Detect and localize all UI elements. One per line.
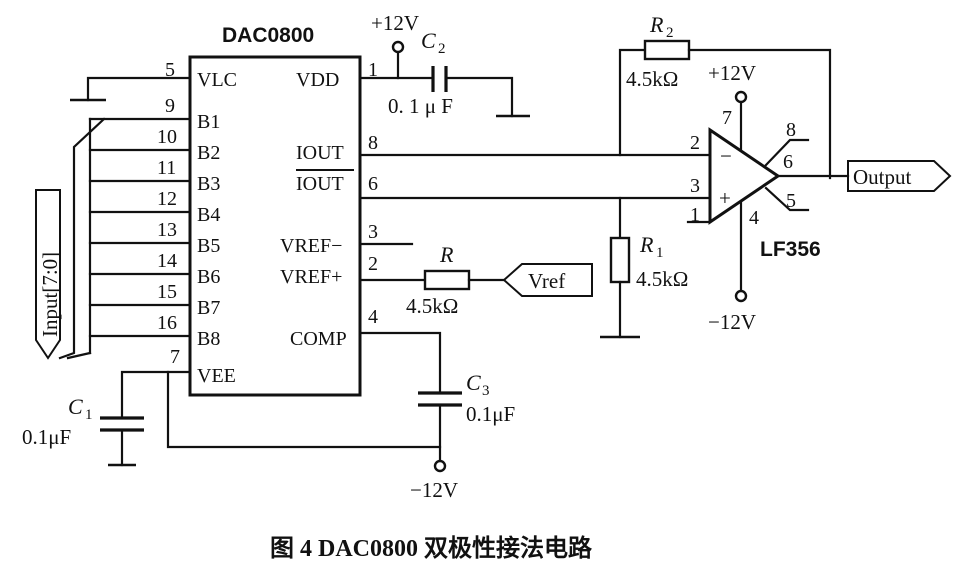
pin-label-b8: B8 [197, 328, 220, 350]
opamp-pin-5: 5 [786, 190, 796, 212]
c3-value: 0.1μF [466, 402, 515, 426]
opamp-pin-3: 3 [690, 175, 700, 197]
vee-wiring [100, 370, 442, 467]
c1-name: C [68, 394, 83, 419]
pin-label-b1: B1 [197, 111, 220, 133]
r1-value: 4.5kΩ [636, 267, 688, 291]
vref-port-label: Vref [528, 269, 565, 293]
pin-num-1: 1 [368, 59, 378, 81]
c2-name: C [421, 28, 436, 53]
output-port: Output [847, 160, 952, 192]
c3-name: C [466, 370, 481, 395]
opamp-plus-sign: + [719, 186, 731, 210]
r2-value: 4.5kΩ [626, 67, 678, 91]
pin-label-iout: IOUT [296, 142, 344, 164]
pin-num-5: 5 [165, 59, 175, 81]
dac0800-chip-name: DAC0800 [222, 24, 314, 47]
iout-wires [358, 153, 712, 200]
pin-num-7: 7 [170, 346, 180, 368]
pin-label-b5: B5 [197, 235, 220, 257]
c2-value: 0. 1 μ F [388, 94, 453, 118]
vdd-wiring [358, 40, 530, 118]
pin-label-vlc: VLC [197, 69, 237, 91]
opamp-pin-1: 1 [690, 204, 700, 226]
input-port-label: Input[7:0] [38, 252, 62, 337]
r2-sub: 2 [666, 25, 674, 41]
opamp-pin-4: 4 [749, 207, 759, 229]
dac0800-chip-body [188, 55, 362, 397]
vlc-ground-wire [70, 76, 192, 102]
c1-sub: 1 [85, 407, 93, 423]
opamp-triangle [708, 127, 781, 225]
pin-num-2: 2 [368, 253, 378, 275]
opamp-pin-2: 2 [690, 132, 700, 154]
opamp-pos-supply: +12V [708, 61, 756, 85]
pin-num-6: 6 [368, 173, 378, 195]
c3-sub: 3 [482, 383, 490, 399]
opamp-name: LF356 [760, 238, 821, 261]
pin-num-11: 11 [157, 157, 176, 179]
opamp-lf356 [686, 90, 850, 303]
pin-num-16: 16 [157, 312, 177, 334]
pin-label-vref-minus: VREF− [280, 235, 342, 257]
pin-num-13: 13 [157, 219, 177, 241]
pin-label-b6: B6 [197, 266, 220, 288]
pin-label-vref-plus: VREF+ [280, 266, 342, 288]
pin-num-14: 14 [157, 250, 177, 272]
c1-value: 0.1μF [22, 425, 71, 449]
figure-caption: 图 4 DAC0800 双极性接法电路 [270, 534, 593, 562]
vdd-supply-label: +12V [371, 11, 419, 35]
opamp-pin-6: 6 [783, 151, 793, 173]
pin-num-15: 15 [157, 281, 177, 303]
pin-num-3: 3 [368, 221, 378, 243]
pin-label-vdd: VDD [296, 69, 339, 91]
r1-name: R [639, 232, 654, 257]
comp-wiring [358, 331, 462, 473]
vref-port: Vref [502, 263, 593, 297]
pin-label-comp: COMP [290, 328, 347, 350]
r2-name: R [649, 12, 664, 37]
opamp-pin-7: 7 [722, 107, 732, 129]
vref-plus-wiring [358, 269, 506, 291]
pin-label-b3: B3 [197, 173, 220, 195]
pin-num-10: 10 [157, 126, 177, 148]
r2-feedback [618, 39, 832, 180]
pin-num-4: 4 [368, 306, 378, 328]
c2-sub: 2 [438, 41, 446, 57]
opamp-neg-supply: −12V [708, 310, 756, 334]
opamp-minus-sign: − [720, 144, 732, 168]
pin-num-9: 9 [165, 95, 175, 117]
pin-num-12: 12 [157, 188, 177, 210]
pin-label-b4: B4 [197, 204, 220, 226]
pin-label-b2: B2 [197, 142, 220, 164]
r1-to-ground [600, 196, 640, 339]
r-value: 4.5kΩ [406, 294, 458, 318]
pin-num-8: 8 [368, 132, 378, 154]
r-name: R [439, 242, 454, 267]
input-port: Input[7:0] [35, 189, 62, 360]
pin-label-b7: B7 [197, 297, 220, 319]
vee-supply-label: −12V [410, 478, 458, 502]
output-port-label: Output [853, 165, 912, 189]
data-bus [58, 117, 192, 360]
opamp-pin-8: 8 [786, 119, 796, 141]
pin-label-iout-bar: IOUT [296, 173, 344, 195]
pin-label-vee: VEE [197, 365, 236, 387]
r1-sub: 1 [656, 245, 664, 261]
